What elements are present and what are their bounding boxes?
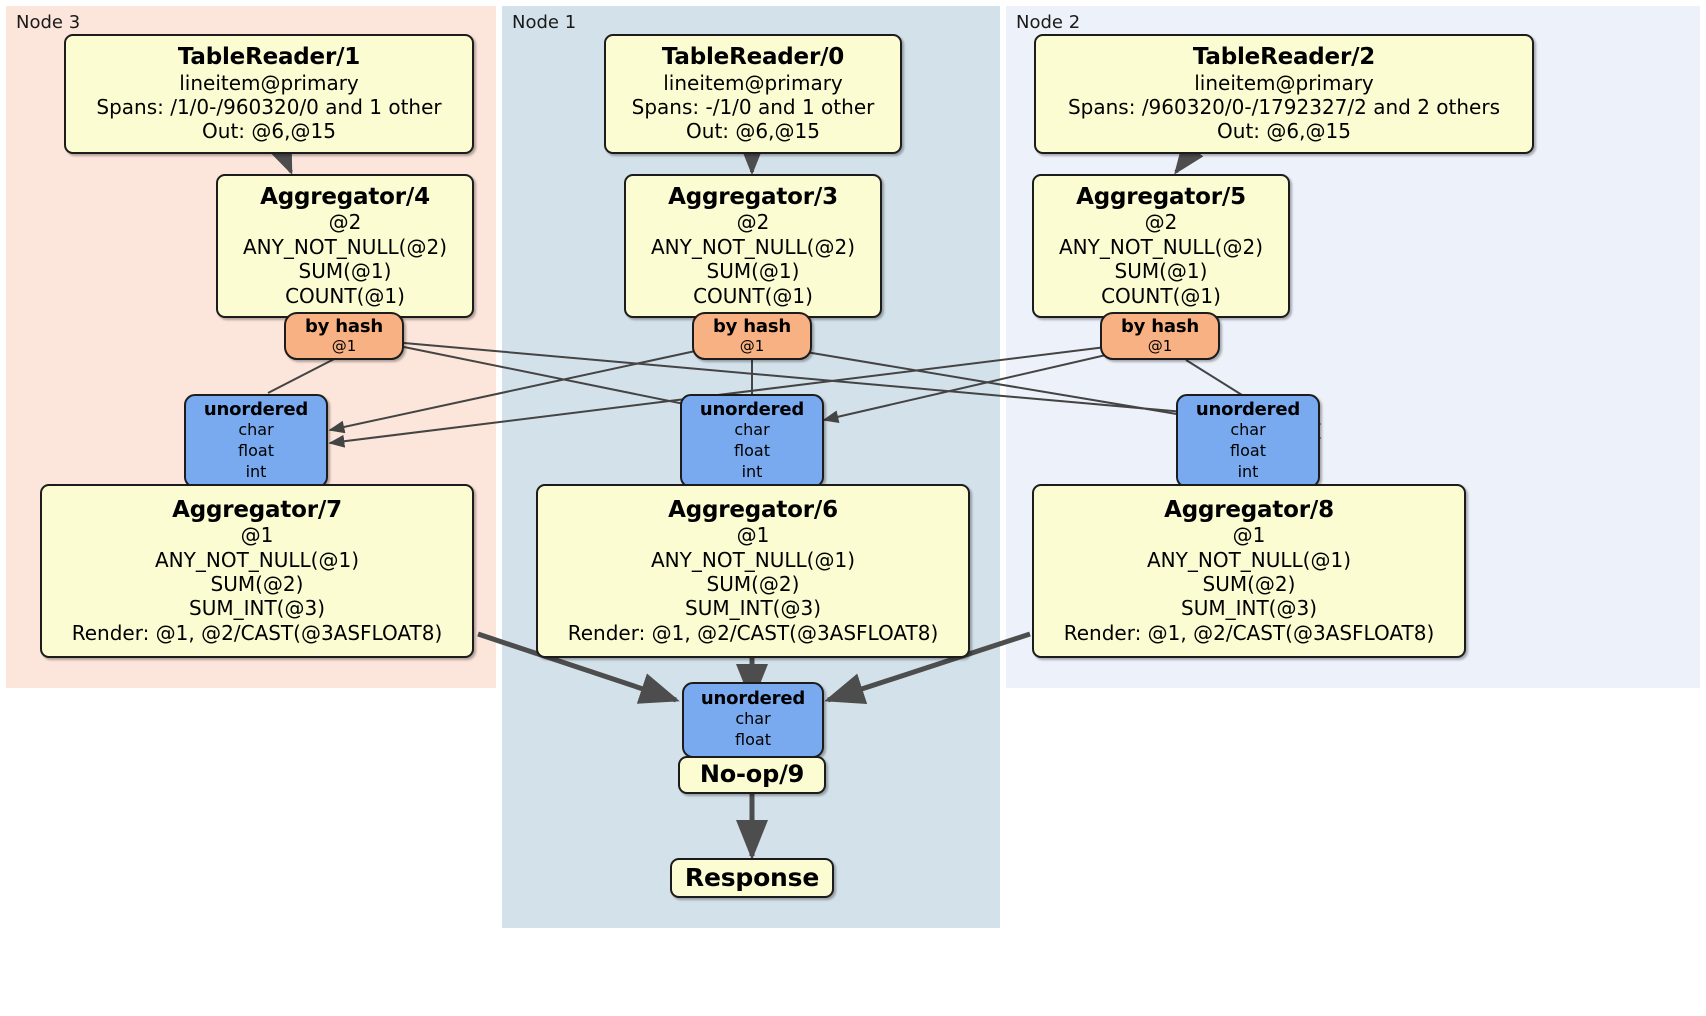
receiver-title: unordered — [1195, 398, 1301, 420]
router-by-hash-middle[interactable]: by hash @1 — [692, 312, 812, 360]
node-detail: Spans: -/1/0 and 1 other — [631, 94, 875, 119]
node-detail: @2 — [1144, 210, 1178, 235]
node-aggregator-5[interactable]: Aggregator/5 @2 ANY_NOT_NULL(@2) SUM(@1)… — [1032, 174, 1290, 318]
node-detail: SUM(@2) — [210, 571, 304, 596]
receiver-title: unordered — [699, 398, 805, 420]
node-title: No-op/9 — [699, 760, 805, 789]
node-detail: Render: @1, @2/CAST(@3ASFLOAT8) — [567, 620, 939, 645]
receiver-detail: float — [238, 440, 274, 460]
router-detail: @1 — [1147, 337, 1173, 356]
node-detail: SUM(@2) — [1202, 571, 1296, 596]
receiver-detail: char — [238, 420, 274, 440]
node-title: TableReader/2 — [1192, 44, 1376, 71]
node-detail: lineitem@primary — [1194, 70, 1374, 95]
node-detail: @1 — [736, 523, 770, 548]
receiver-detail: int — [245, 461, 267, 481]
receiver-unordered-right[interactable]: unordered char float int — [1176, 394, 1320, 488]
receiver-detail: float — [734, 440, 770, 460]
node-detail: ANY_NOT_NULL(@2) — [1059, 234, 1263, 259]
router-title: by hash — [305, 315, 383, 337]
node-detail: SUM(@2) — [706, 571, 800, 596]
node-detail: SUM_INT(@3) — [685, 596, 821, 621]
node-detail: COUNT(@1) — [1101, 283, 1221, 308]
node-detail: ANY_NOT_NULL(@1) — [155, 547, 359, 572]
receiver-detail: float — [735, 730, 771, 750]
node-aggregator-7[interactable]: Aggregator/7 @1 ANY_NOT_NULL(@1) SUM(@2)… — [40, 484, 474, 658]
router-detail: @1 — [739, 337, 765, 356]
node-title: TableReader/1 — [177, 44, 361, 71]
region-node-2-label: Node 2 — [1016, 12, 1081, 33]
receiver-detail: int — [1237, 461, 1259, 481]
node-detail: Spans: /1/0-/960320/0 and 1 other — [96, 94, 442, 119]
node-detail: SUM(@1) — [298, 259, 392, 284]
receiver-title: unordered — [203, 398, 309, 420]
node-detail: Out: @6,@15 — [202, 119, 336, 144]
node-aggregator-8[interactable]: Aggregator/8 @1 ANY_NOT_NULL(@1) SUM(@2)… — [1032, 484, 1466, 658]
node-detail: Spans: /960320/0-/1792327/2 and 2 others — [1067, 94, 1500, 119]
node-response[interactable]: Response — [670, 858, 834, 898]
node-detail: Render: @1, @2/CAST(@3ASFLOAT8) — [1063, 620, 1435, 645]
receiver-detail: char — [1230, 420, 1266, 440]
router-title: by hash — [1121, 315, 1199, 337]
node-detail: COUNT(@1) — [285, 283, 405, 308]
node-aggregator-6[interactable]: Aggregator/6 @1 ANY_NOT_NULL(@1) SUM(@2)… — [536, 484, 970, 658]
region-node-3-label: Node 3 — [16, 12, 81, 33]
router-title: by hash — [713, 315, 791, 337]
node-detail: @1 — [240, 523, 274, 548]
region-node-1-label: Node 1 — [512, 12, 577, 33]
receiver-unordered-final[interactable]: unordered char float — [682, 682, 824, 758]
router-by-hash-right[interactable]: by hash @1 — [1100, 312, 1220, 360]
node-detail: SUM(@1) — [706, 259, 800, 284]
node-detail: SUM_INT(@3) — [189, 596, 325, 621]
node-detail: ANY_NOT_NULL(@1) — [1147, 547, 1351, 572]
node-detail: lineitem@primary — [179, 70, 359, 95]
node-detail: @2 — [328, 210, 362, 235]
node-detail: Render: @1, @2/CAST(@3ASFLOAT8) — [71, 620, 443, 645]
node-detail: lineitem@primary — [663, 70, 843, 95]
node-title: Aggregator/4 — [260, 184, 430, 211]
node-detail: COUNT(@1) — [693, 283, 813, 308]
node-detail: ANY_NOT_NULL(@1) — [651, 547, 855, 572]
node-aggregator-4[interactable]: Aggregator/4 @2 ANY_NOT_NULL(@2) SUM(@1)… — [216, 174, 474, 318]
node-detail: Out: @6,@15 — [686, 119, 820, 144]
router-by-hash-left[interactable]: by hash @1 — [284, 312, 404, 360]
node-title: Aggregator/3 — [668, 184, 838, 211]
node-title: Response — [684, 862, 820, 892]
receiver-detail: float — [1230, 440, 1266, 460]
receiver-unordered-middle[interactable]: unordered char float int — [680, 394, 824, 488]
node-detail: ANY_NOT_NULL(@2) — [243, 234, 447, 259]
node-detail: SUM_INT(@3) — [1181, 596, 1317, 621]
receiver-detail: int — [741, 461, 763, 481]
node-tablereader-1[interactable]: TableReader/1 lineitem@primary Spans: /1… — [64, 34, 474, 154]
node-title: Aggregator/6 — [668, 496, 838, 523]
node-title: Aggregator/8 — [1164, 496, 1334, 523]
node-tablereader-0[interactable]: TableReader/0 lineitem@primary Spans: -/… — [604, 34, 902, 154]
node-detail: Out: @6,@15 — [1217, 119, 1351, 144]
receiver-detail: char — [735, 709, 771, 729]
node-detail: SUM(@1) — [1114, 259, 1208, 284]
node-detail: @2 — [736, 210, 770, 235]
node-detail: @1 — [1232, 523, 1266, 548]
node-detail: ANY_NOT_NULL(@2) — [651, 234, 855, 259]
node-title: Aggregator/5 — [1076, 184, 1246, 211]
router-detail: @1 — [331, 337, 357, 356]
node-aggregator-3[interactable]: Aggregator/3 @2 ANY_NOT_NULL(@2) SUM(@1)… — [624, 174, 882, 318]
node-no-op-9[interactable]: No-op/9 — [678, 756, 826, 794]
receiver-title: unordered — [700, 687, 806, 709]
node-tablereader-2[interactable]: TableReader/2 lineitem@primary Spans: /9… — [1034, 34, 1534, 154]
receiver-detail: char — [734, 420, 770, 440]
node-title: Aggregator/7 — [172, 496, 342, 523]
node-title: TableReader/0 — [661, 44, 845, 71]
receiver-unordered-left[interactable]: unordered char float int — [184, 394, 328, 488]
